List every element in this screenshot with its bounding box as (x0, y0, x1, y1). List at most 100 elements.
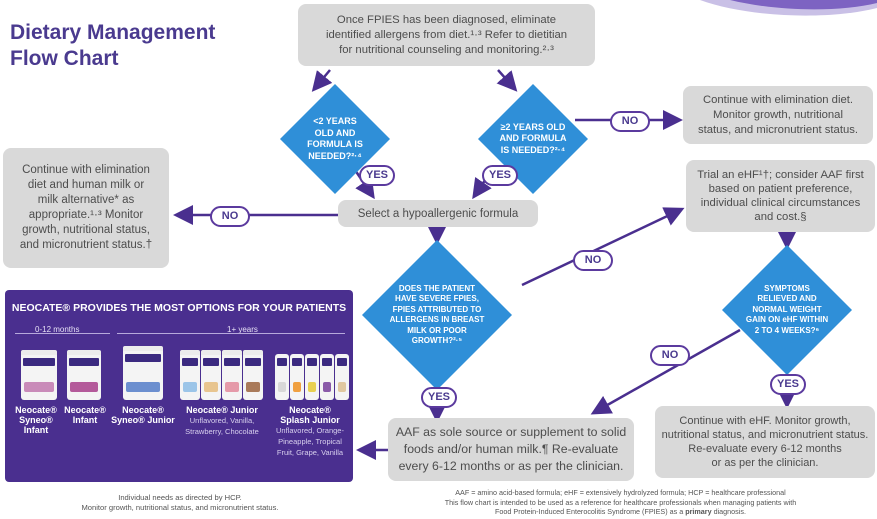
left-box-line5: growth, nutritional status, (22, 224, 150, 236)
product-2-name: Neocate® (122, 405, 164, 415)
aaf-line3: every 6-12 months or as per the clinicia… (398, 459, 624, 473)
aaf-line2: foods and/or human milk.¶ Re-evaluate (403, 442, 619, 456)
trial-ehf-line3: individual clinical circumstances (700, 197, 861, 209)
trial-ehf-line1: Trial an eHF¹†; consider AAF first (697, 169, 864, 181)
footer-right-line1: AAF = amino acid-based formula; eHF = ex… (455, 488, 786, 497)
product-4-name: Neocate® (289, 405, 331, 415)
age-older-label: 1+ years (227, 325, 258, 334)
footer-right-note: AAF = amino acid-based formula; eHF = ex… (368, 488, 873, 517)
severe-line3: FPIES ATTRIBUTED TO (392, 304, 482, 314)
select-no-label: NO (210, 206, 250, 227)
decorative-swoosh (700, 0, 877, 16)
severe-yes-label: YES (421, 387, 457, 408)
select-formula-node: Select a hypoallergenic formula (338, 200, 538, 227)
continue-ehf-line1: Continue with eHF. Monitor growth, (679, 415, 851, 427)
severe-fpies-decision: DOES THE PATIENT HAVE SEVERE FPIES, FPIE… (362, 240, 512, 390)
under-2-yes-label: YES (359, 165, 395, 186)
start-node: Once FPIES has been diagnosed, eliminate… (298, 4, 595, 66)
product-1-name2: Infant (72, 415, 98, 425)
symptoms-line5: 2 TO 4 WEEKS?⁶ (754, 325, 820, 335)
symptoms-decision: SYMPTOMS RELIEVED AND NORMAL WEIGHT GAIN… (722, 245, 852, 375)
product-image-syneo-infant (21, 350, 57, 400)
left-box-line4: appropriate.¹·³ Monitor (28, 209, 144, 221)
start-node-line2: identified allergens from diet.¹·³ Refer… (325, 28, 568, 41)
severe-line6: GROWTH?²·⁵ (411, 336, 463, 345)
symptoms-no-label: NO (650, 345, 690, 366)
product-image-splash-4 (320, 354, 334, 400)
age-infant-divider (15, 333, 110, 334)
continue-elim-line1: Continue with elimination diet. (702, 93, 854, 106)
left-box-line1: Continue with elimination (22, 164, 150, 176)
product-0-name3: Infant (23, 425, 49, 435)
over-2-line3: IS NEEDED?²·⁴ (500, 144, 566, 155)
product-name-infant: Neocate® Infant (63, 405, 107, 425)
over-2-yes-label: YES (482, 165, 518, 186)
product-image-syneo-junior (123, 346, 163, 400)
product-4-name2: Splash Junior (280, 415, 340, 425)
product-4-flavors: Unflavored, Orange-Pineapple, Tropical F… (276, 426, 344, 457)
continue-ehf-line3: Re-evaluate every 6-12 months (688, 443, 842, 455)
product-image-splash-1 (275, 354, 289, 400)
symptoms-line2: RELIEVED AND (757, 294, 817, 304)
continue-ehf-line2: nutritional status, and micronutrient st… (661, 429, 869, 441)
product-1-name: Neocate® (64, 405, 106, 415)
neocate-products-panel: NEOCATE® PROVIDES THE MOST OPTIONS FOR Y… (5, 290, 353, 482)
product-3-flavors: Unflavored, Vanilla, Strawberry, Chocola… (185, 416, 259, 436)
page-title-line1: Dietary Management (10, 21, 216, 44)
left-box-line3: milk alternative* as (37, 194, 135, 206)
under-2-line4: NEEDED?²·⁴ (308, 150, 362, 161)
symptoms-line3: NORMAL WEIGHT (752, 304, 822, 314)
start-node-line1: Once FPIES has been diagnosed, eliminate (336, 13, 557, 26)
age-older-divider (117, 333, 345, 334)
product-name-syneo-infant: Neocate® Syneo® Infant (7, 405, 65, 435)
over-2-line1: ≥2 YEARS OLD (500, 121, 566, 132)
continue-human-milk-node: Continue with elimination diet and human… (3, 148, 169, 268)
over-2-no-label: NO (610, 111, 650, 132)
continue-elim-line2: Monitor growth, nutritional (713, 108, 843, 121)
product-2-name2: Syneo® Junior (111, 415, 175, 425)
under-2-decision: <2 YEARS OLD AND FORMULA IS NEEDED?²·⁴ (280, 84, 390, 194)
symptoms-line4: GAIN ON eHF WITHIN (745, 315, 829, 325)
page-title: Dietary Management Flow Chart (10, 20, 270, 72)
left-box-line2: diet and human milk or (27, 179, 145, 191)
continue-ehf-node: Continue with eHF. Monitor growth, nutri… (655, 406, 875, 478)
products-title: NEOCATE® PROVIDES THE MOST OPTIONS FOR Y… (11, 302, 347, 314)
aaf-node: AAF as sole source or supplement to soli… (388, 418, 634, 481)
footer-left-note: Individual needs as directed by HCP. Mon… (10, 493, 350, 513)
footer-right-line3-pre: Food Protein-Induced Enterocolitis Syndr… (495, 507, 684, 516)
trial-ehf-line2: based on patient preference, (708, 183, 853, 195)
trial-ehf-line4: and cost.§ (754, 211, 807, 223)
under-2-line3: FORMULA IS (307, 139, 363, 149)
product-image-junior-4 (243, 350, 263, 400)
age-infant-label: 0-12 months (35, 325, 80, 334)
product-image-splash-2 (290, 354, 304, 400)
severe-no-label: NO (573, 250, 613, 271)
footer-left-line2: Monitor growth, nutritional status, and … (81, 503, 279, 512)
product-0-name2: Syneo® (19, 415, 53, 425)
footer-right-line3-post: diagnosis. (713, 507, 746, 516)
product-3-name: Neocate® Junior (186, 405, 258, 415)
product-image-junior-2 (201, 350, 221, 400)
aaf-line1: AAF as sole source or supplement to soli… (395, 425, 627, 439)
severe-line2: HAVE SEVERE FPIES, (395, 294, 479, 303)
severe-line4: ALLERGENS IN BREAST (389, 315, 485, 324)
over-2-line2: AND FORMULA (499, 133, 567, 144)
product-0-name: Neocate® (15, 405, 57, 415)
continue-elimination-node: Continue with elimination diet. Monitor … (683, 86, 873, 144)
symptoms-yes-label: YES (770, 374, 806, 395)
product-image-junior-3 (222, 350, 242, 400)
under-2-line1: <2 YEARS (313, 116, 357, 126)
under-2-line2: OLD AND (314, 127, 356, 138)
page-title-line2: Flow Chart (10, 47, 119, 70)
product-name-splash-junior: Neocate® Splash Junior Unflavored, Orang… (269, 405, 351, 458)
trial-ehf-node: Trial an eHF¹†; consider AAF first based… (686, 160, 875, 232)
symptoms-line1: SYMPTOMS (764, 283, 810, 293)
product-name-syneo-junior: Neocate® Syneo® Junior (109, 405, 177, 425)
product-image-splash-5 (335, 354, 349, 400)
select-formula-label: Select a hypoallergenic formula (357, 207, 519, 220)
product-image-infant (67, 350, 101, 400)
continue-ehf-line4: or as per the clinician. (711, 457, 819, 469)
product-image-junior-1 (180, 350, 200, 400)
product-image-splash-3 (305, 354, 319, 400)
footer-left-line1: Individual needs as directed by HCP. (118, 493, 242, 502)
